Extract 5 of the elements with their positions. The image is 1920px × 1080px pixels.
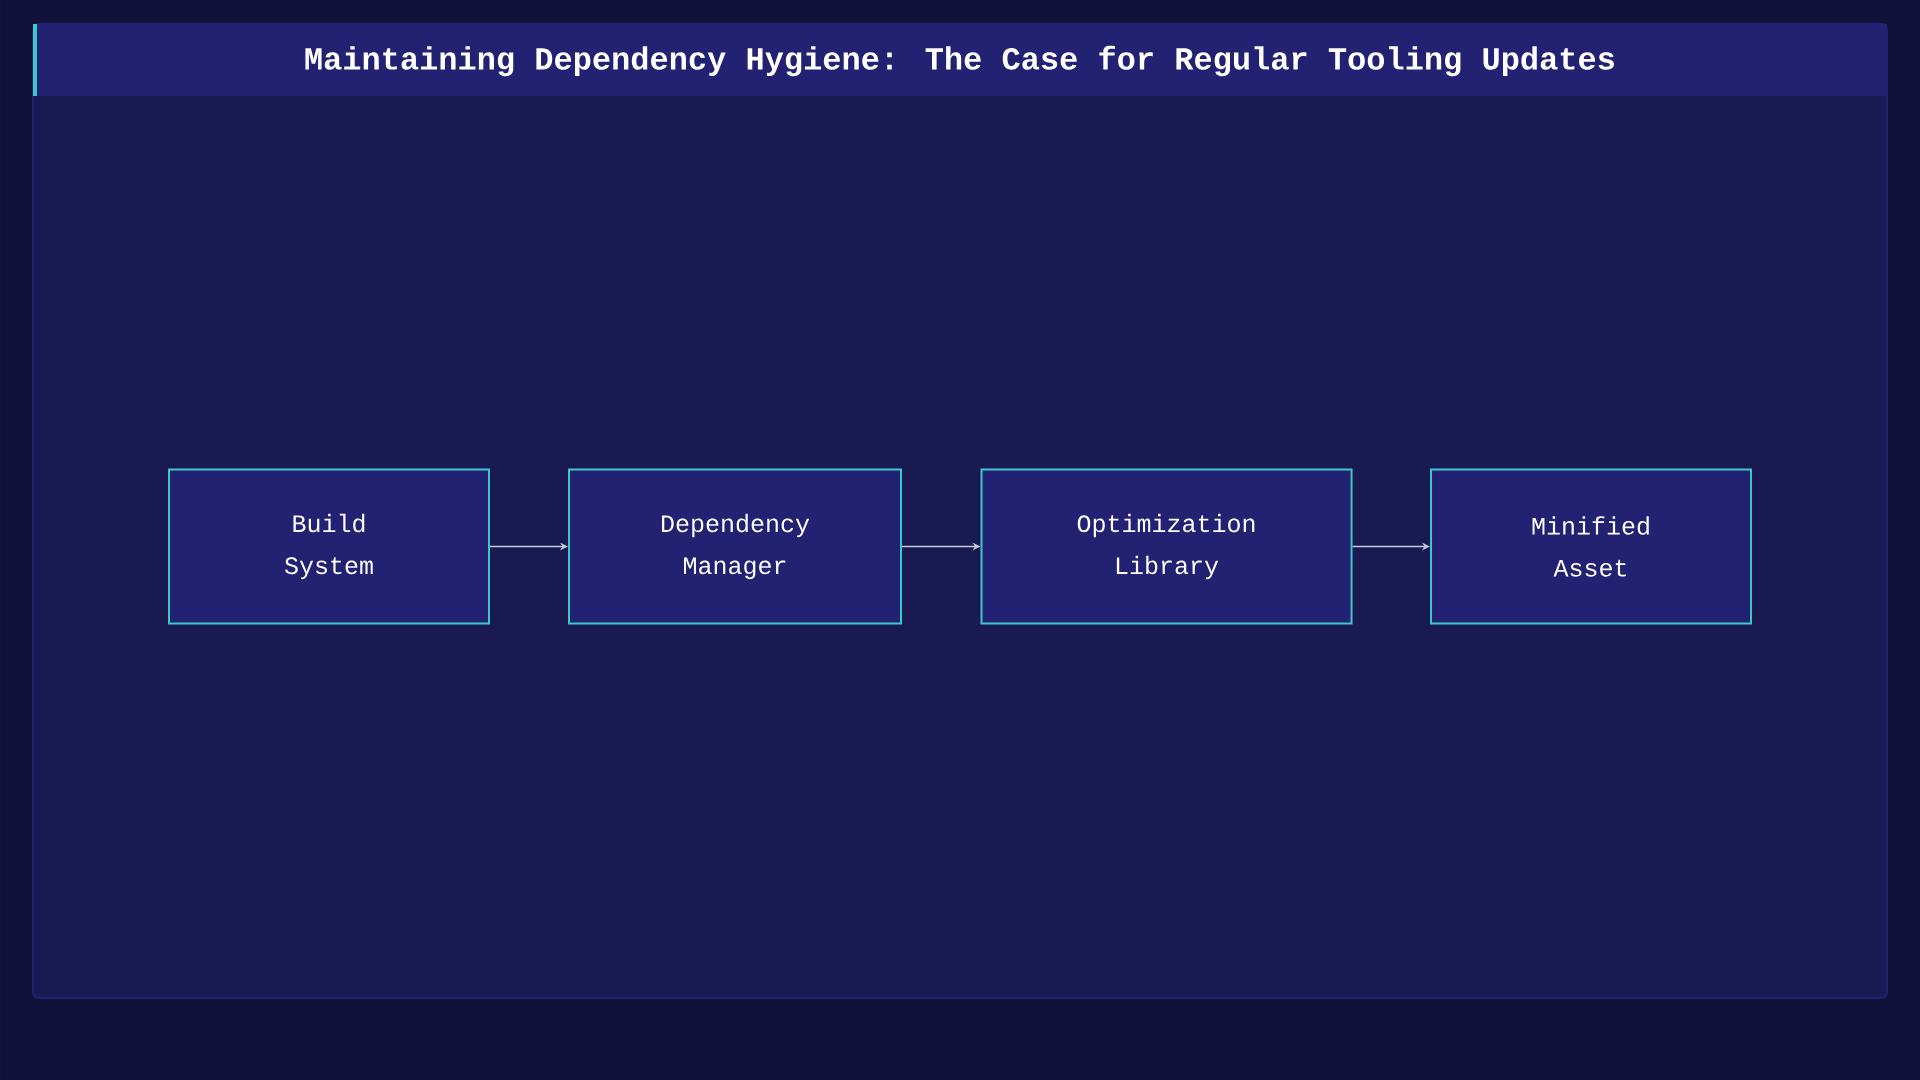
- title-bar: Maintaining Dependency Hygiene: The Case for Regular Tooling Updates: [33, 24, 1887, 96]
- process-box: Optimization Library: [980, 468, 1353, 625]
- process-box: Dependency Manager: [568, 468, 902, 625]
- process-box: Build System: [168, 468, 490, 625]
- process-box: Minified Asset: [1430, 468, 1752, 625]
